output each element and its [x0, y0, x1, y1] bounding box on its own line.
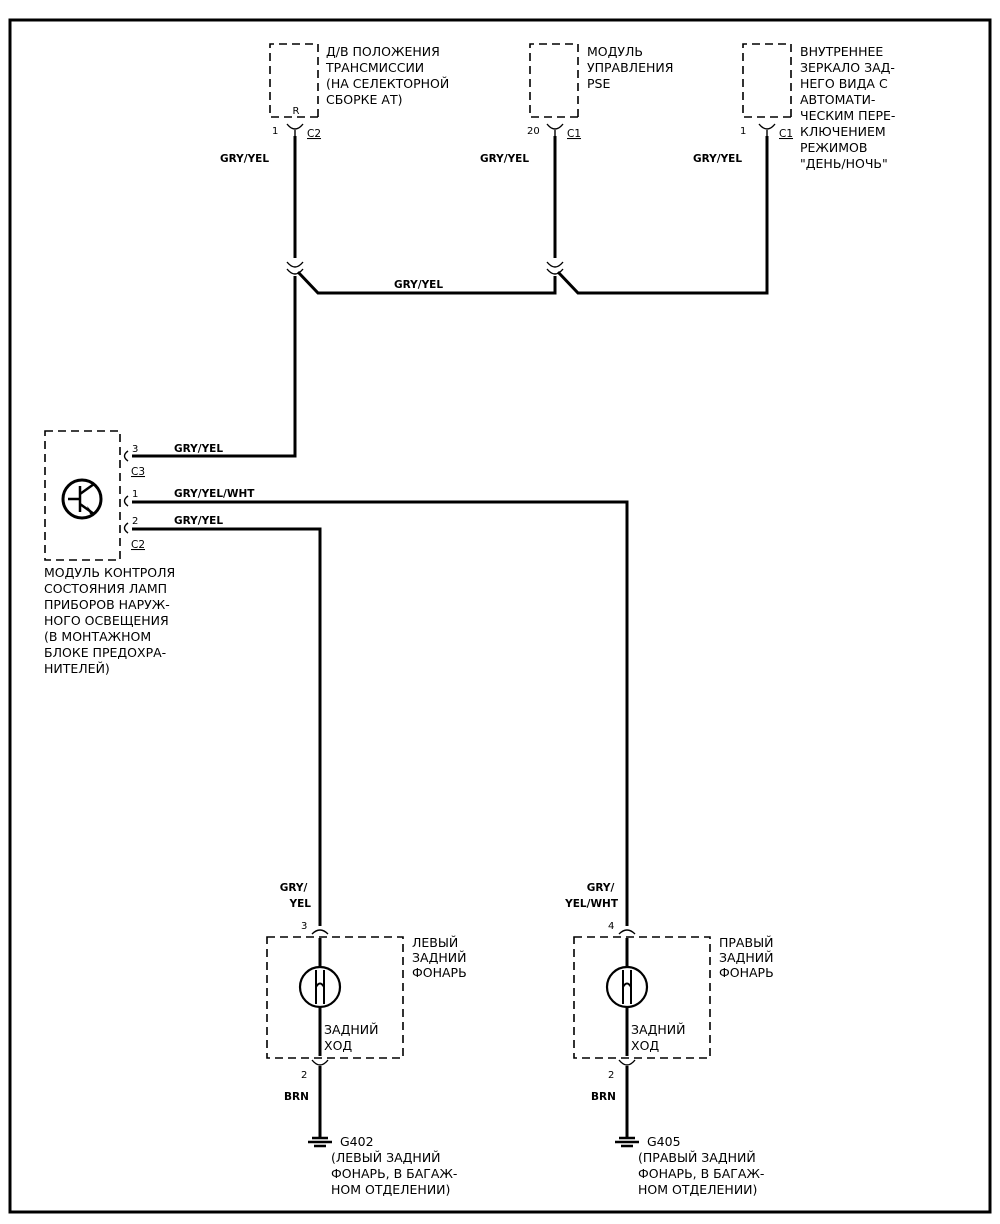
pse-module-outline — [529, 43, 579, 118]
trans-sensor-wire-label: GRY/YEL — [220, 153, 269, 165]
pse-module: МОДУЛЬ УПРАВЛЕНИЯ PSE 20 C1 GRY/YEL — [480, 43, 677, 165]
lamp-module-terminal-3 — [123, 450, 129, 462]
lamp-module-transistor-arrow — [87, 506, 94, 514]
lamp-module-terminal-2 — [123, 522, 129, 534]
left-lamp-bulb-icon — [298, 965, 342, 1009]
lamp-module-label: МОДУЛЬ КОНТРОЛЯ СОСТОЯНИЯ ЛАМП ПРИБОРОВ … — [44, 565, 179, 676]
lamp-module-wire-label-1: GRY/YEL/WHT — [174, 488, 255, 500]
lamp-module-pin-3: 3 — [132, 444, 138, 455]
pse-module-connector: C1 — [567, 128, 581, 140]
right-lamp-terminal-in — [618, 929, 636, 935]
wire-to-right-lamp — [132, 500, 629, 926]
splice-connector-left — [286, 261, 304, 275]
left-lamp: GRY/ YEL 3 ЛЕВЫЙ ЗАДНИЙ ФОНАРЬ ЗАДНИЙ ХО… — [266, 882, 470, 1197]
left-lamp-wire-out-label: BRN — [284, 1091, 309, 1103]
right-lamp-bulb-label: ЗАДНИЙ ХОД — [631, 1022, 689, 1053]
lamp-module: 3 1 2 C3 C2 GRY/YEL GRY/YEL/WHT GRY/YEL … — [44, 430, 255, 676]
lamp-module-pin-1: 1 — [132, 489, 138, 500]
left-lamp-wire-in-label: GRY/ YEL — [280, 882, 312, 910]
trans-sensor-label: Д/В ПОЛОЖЕНИЯ ТРАНСМИССИИ (НА СЕЛЕКТОРНО… — [325, 44, 453, 107]
trans-sensor-connector: C2 — [307, 128, 321, 140]
wire-to-lamp-module — [132, 276, 297, 458]
diagram-frame — [8, 18, 992, 1214]
left-lamp-label: ЛЕВЫЙ ЗАДНИЙ ФОНАРЬ — [412, 935, 470, 980]
left-lamp-ground-icon — [308, 1136, 332, 1148]
lamp-module-outline — [44, 430, 121, 561]
mirror-wire-label: GRY/YEL — [693, 153, 742, 165]
lamp-module-pin-2: 2 — [132, 516, 138, 527]
left-lamp-terminal-in — [311, 929, 329, 935]
right-lamp-label: ПРАВЫЙ ЗАДНИЙ ФОНАРЬ — [719, 935, 777, 980]
right-lamp-ground-desc: (ПРАВЫЙ ЗАДНИЙ ФОНАРЬ, В БАГАЖ- НОМ ОТДЕ… — [638, 1150, 768, 1197]
lamp-module-transistor-icon — [61, 478, 103, 520]
wire-splice-bus — [296, 270, 557, 295]
left-lamp-ground-id: G402 — [340, 1134, 374, 1149]
left-lamp-pin-in: 3 — [301, 921, 307, 932]
pse-module-wire-label: GRY/YEL — [480, 153, 529, 165]
trans-sensor-terminal — [286, 123, 304, 136]
left-lamp-ground-desc: (ЛЕВЫЙ ЗАДНИЙ ФОНАРЬ, В БАГАЖ- НОМ ОТДЕЛ… — [331, 1150, 461, 1197]
lamp-module-connector-c2: C2 — [131, 539, 145, 551]
trans-sensor-pin: 1 — [272, 126, 278, 137]
wire-to-left-lamp — [132, 527, 322, 926]
left-lamp-outline — [266, 936, 404, 1059]
right-lamp: GRY/ YEL/WHT 4 ПРАВЫЙ ЗАДНИЙ ФОНАРЬ ЗАДН… — [564, 882, 777, 1197]
right-lamp-wire-in-label: GRY/ YEL/WHT — [564, 882, 619, 910]
lamp-module-terminal-1 — [123, 495, 129, 507]
wire-mirror — [556, 136, 769, 295]
right-lamp-ground-id: G405 — [647, 1134, 681, 1149]
lamp-module-connector-c3: C3 — [131, 466, 145, 478]
right-lamp-terminal-out — [618, 1059, 636, 1066]
right-lamp-outline — [573, 936, 711, 1059]
lamp-module-wire-label-3: GRY/YEL — [174, 443, 223, 455]
lamp-module-wire-label-2: GRY/YEL — [174, 515, 223, 527]
right-lamp-ground-icon — [615, 1136, 639, 1148]
trans-sensor-pin-letter: R — [293, 106, 300, 117]
right-lamp-pin-out: 2 — [608, 1070, 614, 1081]
pse-module-label: МОДУЛЬ УПРАВЛЕНИЯ PSE — [587, 44, 677, 91]
left-lamp-filament — [315, 970, 325, 1004]
splice-connector-right — [546, 261, 564, 275]
mirror: ВНУТРЕННЕЕ ЗЕРКАЛО ЗАД- НЕГО ВИДА С АВТО… — [693, 43, 899, 171]
splice-wire-label: GRY/YEL — [394, 279, 443, 291]
mirror-terminal — [758, 123, 776, 136]
pse-module-pin: 20 — [527, 126, 540, 137]
mirror-pin: 1 — [740, 126, 746, 137]
trans-sensor: R Д/В ПОЛОЖЕНИЯ ТРАНСМИССИИ (НА СЕЛЕКТОР… — [220, 43, 453, 165]
right-lamp-pin-in: 4 — [608, 921, 614, 932]
mirror-outline — [742, 43, 792, 118]
left-lamp-pin-out: 2 — [301, 1070, 307, 1081]
lamp-module-transistor-leads — [68, 482, 95, 516]
right-lamp-filament — [622, 970, 632, 1004]
pse-module-terminal — [546, 123, 564, 136]
left-lamp-bulb-label: ЗАДНИЙ ХОД — [324, 1022, 382, 1053]
trans-sensor-outline — [269, 43, 319, 118]
mirror-label: ВНУТРЕННЕЕ ЗЕРКАЛО ЗАД- НЕГО ВИДА С АВТО… — [800, 44, 899, 171]
right-lamp-wire-out-label: BRN — [591, 1091, 616, 1103]
top-wiring: GRY/YEL — [132, 136, 769, 458]
left-lamp-terminal-out — [311, 1059, 329, 1066]
mirror-connector: C1 — [779, 128, 793, 140]
right-lamp-bulb-icon — [605, 965, 649, 1009]
